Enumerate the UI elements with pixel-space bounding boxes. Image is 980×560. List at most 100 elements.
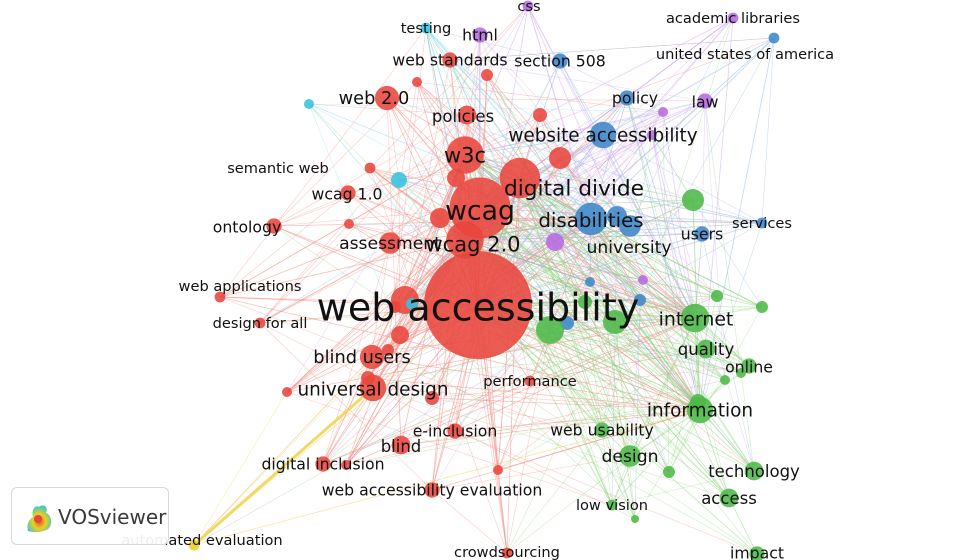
network-node-unlabeled	[493, 465, 503, 475]
network-node[interactable]	[697, 93, 713, 109]
network-node[interactable]	[472, 27, 488, 43]
network-node[interactable]	[442, 52, 458, 68]
network-node[interactable]	[446, 221, 484, 259]
node-label[interactable]: web accessibility	[317, 285, 639, 329]
network-node[interactable]	[457, 105, 477, 125]
network-node[interactable]	[768, 32, 780, 44]
network-node[interactable]	[589, 121, 617, 149]
network-node[interactable]	[254, 317, 266, 329]
node-label[interactable]: technology	[708, 462, 800, 481]
node-label[interactable]: design	[601, 447, 658, 467]
node-label[interactable]: users	[681, 224, 723, 243]
network-node[interactable]	[446, 136, 484, 174]
network-node[interactable]	[391, 435, 411, 455]
node-label[interactable]: web usability	[550, 420, 654, 439]
node-label[interactable]: online	[725, 357, 773, 376]
node-label[interactable]: wcag	[445, 195, 515, 226]
node-label[interactable]: website accessibility	[508, 125, 697, 146]
node-label[interactable]: disabilities	[538, 209, 643, 232]
network-node[interactable]	[741, 358, 757, 374]
network-edge	[477, 304, 758, 555]
network-node-unlabeled	[481, 69, 493, 81]
network-node[interactable]	[424, 251, 532, 359]
network-node[interactable]	[719, 488, 739, 508]
node-label[interactable]: html	[462, 25, 498, 44]
node-label[interactable]: internet	[659, 309, 734, 331]
network-node[interactable]	[606, 499, 618, 511]
node-label[interactable]: wcag 2.0	[426, 232, 521, 256]
node-label[interactable]: performance	[483, 373, 576, 390]
network-edge	[602, 134, 763, 224]
network-edge	[193, 356, 373, 546]
network-edge	[193, 386, 374, 547]
node-label[interactable]: testing	[401, 20, 452, 37]
network-node[interactable]	[501, 547, 513, 559]
node-label[interactable]: assessment	[339, 234, 441, 254]
network-node[interactable]	[499, 157, 541, 199]
node-label[interactable]: academic libraries	[666, 10, 800, 27]
network-node[interactable]	[359, 344, 385, 370]
node-label[interactable]: web applications	[179, 278, 302, 295]
network-node[interactable]	[447, 423, 463, 439]
node-label[interactable]: impact	[730, 543, 784, 560]
network-node[interactable]	[379, 232, 401, 254]
network-node[interactable]	[266, 218, 282, 234]
network-node[interactable]	[374, 85, 400, 111]
node-label[interactable]: policy	[612, 88, 658, 107]
network-node[interactable]	[744, 461, 764, 481]
network-node[interactable]	[680, 303, 710, 333]
network-edge	[372, 387, 701, 411]
network-node[interactable]	[524, 375, 536, 387]
network-node[interactable]	[315, 456, 331, 472]
node-label[interactable]: section 508	[514, 51, 605, 70]
network-node[interactable]	[214, 291, 226, 303]
node-label[interactable]: css	[517, 0, 540, 15]
network-node[interactable]	[694, 226, 710, 242]
network-node[interactable]	[364, 162, 376, 174]
network-node[interactable]	[756, 217, 768, 229]
network-node[interactable]	[696, 339, 716, 359]
node-label[interactable]: university	[586, 238, 671, 258]
network-edge	[386, 97, 402, 446]
node-label[interactable]: digital divide	[504, 177, 644, 202]
node-label[interactable]: digital inclusion	[261, 454, 384, 473]
node-label[interactable]: policies	[432, 107, 494, 126]
network-edge	[367, 97, 628, 379]
node-label[interactable]: web standards	[392, 50, 507, 69]
node-label[interactable]: wcag 1.0	[312, 184, 383, 203]
node-label[interactable]: blind	[381, 437, 422, 456]
network-node[interactable]	[619, 90, 635, 106]
node-label[interactable]: services	[732, 215, 792, 232]
node-label[interactable]: united states of america	[656, 46, 834, 63]
node-label[interactable]: access	[701, 489, 757, 508]
node-label[interactable]: web accessibility evaluation	[322, 480, 543, 499]
network-node[interactable]	[594, 422, 610, 438]
node-label[interactable]: crowdsourcing	[454, 544, 560, 560]
network-node[interactable]	[727, 12, 739, 24]
node-label[interactable]: law	[692, 92, 719, 111]
network-edge	[479, 134, 653, 209]
node-label[interactable]: design for all	[213, 315, 308, 332]
node-label[interactable]: information	[647, 400, 753, 421]
network-node[interactable]	[619, 445, 641, 467]
network-node[interactable]	[522, 0, 534, 12]
node-label[interactable]: low vision	[576, 497, 648, 514]
network-node[interactable]	[749, 546, 765, 560]
node-label[interactable]: blind users	[313, 347, 410, 368]
node-label[interactable]: quality	[678, 340, 735, 359]
network-edge	[449, 59, 631, 457]
network-node[interactable]	[340, 185, 356, 201]
network-node[interactable]	[420, 22, 432, 34]
node-label[interactable]: universal design	[298, 379, 449, 400]
node-label[interactable]: e-inclusion	[413, 421, 498, 440]
network-node[interactable]	[188, 539, 200, 551]
network-node[interactable]	[552, 53, 568, 69]
node-label[interactable]: web 2.0	[339, 88, 410, 109]
network-node[interactable]	[424, 482, 440, 498]
node-label[interactable]: w3c	[444, 143, 486, 167]
node-label[interactable]: semantic web	[227, 160, 329, 177]
node-label[interactable]: ontology	[213, 217, 282, 236]
network-node-unlabeled	[647, 130, 657, 140]
network-node[interactable]	[574, 202, 608, 236]
